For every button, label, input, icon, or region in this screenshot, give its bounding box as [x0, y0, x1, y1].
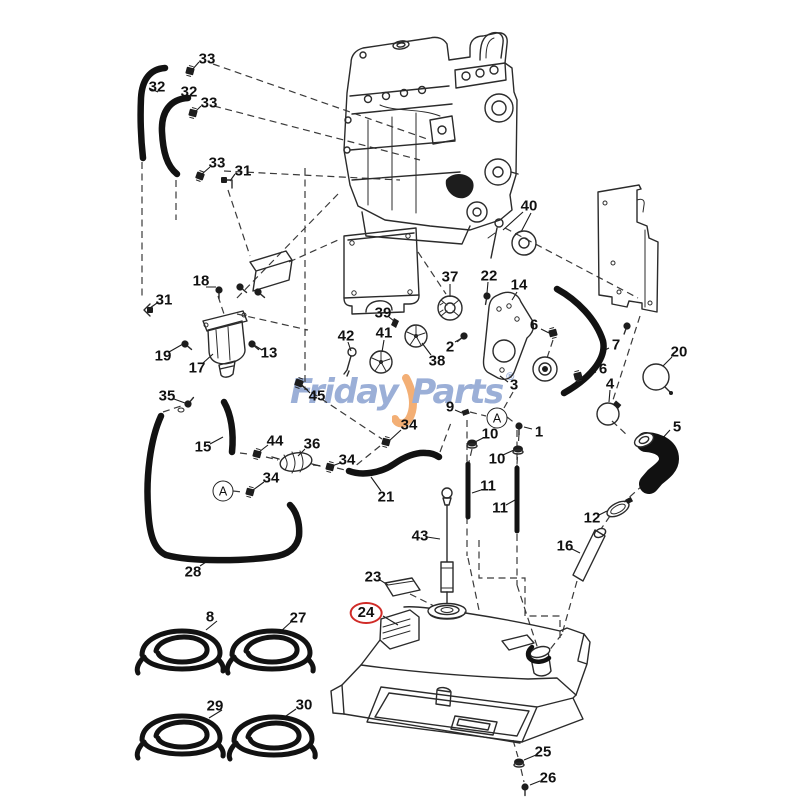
filler-neck-parts: [547, 285, 680, 582]
hose-clamp-4: [596, 400, 622, 426]
hose-clamp-12: [606, 496, 634, 518]
tank-hardware: [384, 408, 524, 597]
tank-neck: [525, 644, 552, 677]
tank-filler-cap: [427, 602, 467, 620]
engine-mount-bracket: [343, 227, 420, 315]
seal-grommet: [532, 356, 558, 382]
side-bracket-plate: [597, 184, 659, 336]
coiled-hoses: [137, 631, 315, 759]
pulley-40: [511, 230, 537, 256]
rubber-elbow-5: [633, 432, 680, 494]
caps-and-fasteners: [343, 218, 558, 382]
bracket-14: [482, 291, 535, 380]
fuel-tank: [330, 602, 591, 797]
watermark-text-friday: Friday: [290, 372, 399, 412]
engine-assembly: [343, 31, 519, 245]
watermark: Friday Parts ®: [290, 370, 516, 430]
filler-tube-16: [572, 527, 607, 582]
fuel-sender-unit: [440, 487, 454, 607]
watermark-text-parts: Parts: [411, 372, 504, 412]
return-hoses-and-clamps: [137, 64, 233, 317]
cap-38: [404, 324, 428, 348]
watermark-swoosh-icon: [392, 374, 418, 428]
assembly-dashed-lines: [141, 63, 653, 783]
cap-41: [369, 350, 393, 374]
primer-bulb-36: [271, 450, 321, 474]
cap-37: [437, 295, 463, 321]
fuel-line-run: [144, 376, 443, 564]
callout-leader-lines: [148, 61, 673, 786]
key-42: [343, 347, 357, 377]
fuel-filter-assembly: [177, 250, 293, 413]
wire-ring-20: [642, 363, 673, 395]
dipstick-40: [487, 218, 504, 259]
